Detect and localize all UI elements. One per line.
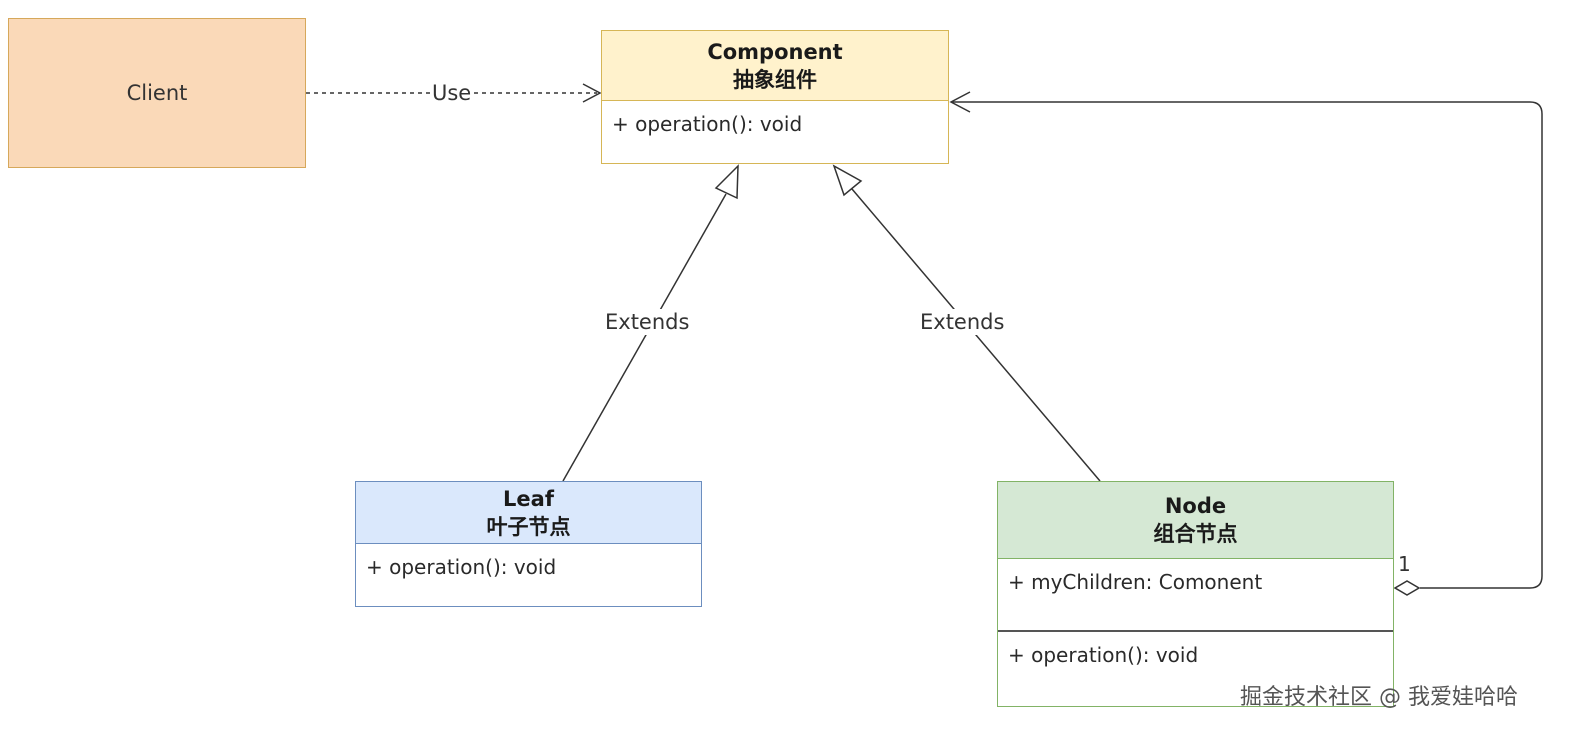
watermark: 掘金技术社区 @ 我爱娃哈哈 (1240, 685, 1518, 710)
node-header: Node 组合节点 (998, 482, 1393, 559)
extends-label-node: Extends (918, 309, 1007, 335)
leaf-class[interactable]: Leaf 叶子节点 + operation(): void (355, 481, 702, 607)
node-extends-arrow (832, 164, 1101, 482)
aggregation-diamond (1393, 580, 1421, 596)
node-attribute-section: + myChildren: Comonent (998, 559, 1393, 632)
component-title: Component (707, 39, 843, 64)
client-label: Client (126, 81, 188, 105)
node-title: Node (1164, 494, 1227, 518)
component-header: Component 抽象组件 (602, 31, 948, 101)
node-class[interactable]: Node 组合节点 + myChildren: Comonent + opera… (997, 481, 1394, 707)
leaf-subtitle: 叶子节点 (486, 514, 571, 539)
use-label: Use (430, 80, 474, 106)
component-class[interactable]: Component 抽象组件 + operation(): void (601, 30, 949, 164)
leaf-extends-arrow (562, 164, 739, 482)
leaf-title: Leaf (503, 486, 554, 511)
component-subtitle: 抽象组件 (733, 67, 817, 92)
aggregation-connector (949, 91, 1543, 596)
node-operation: + operation(): void (1008, 643, 1199, 667)
leaf-operation: + operation(): void (366, 555, 557, 579)
client-box[interactable]: Client (8, 18, 306, 168)
leaf-header: Leaf 叶子节点 (356, 482, 701, 544)
node-attribute: + myChildren: Comonent (1008, 570, 1263, 594)
component-operation: + operation(): void (612, 112, 803, 136)
aggregation-multiplicity: 1 (1398, 552, 1411, 576)
extends-label-leaf: Extends (603, 309, 692, 335)
node-subtitle: 组合节点 (1153, 522, 1238, 546)
